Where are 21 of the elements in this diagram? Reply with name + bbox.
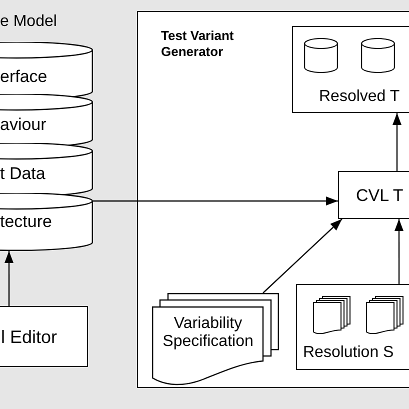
arrow [93,196,338,206]
layer-label: tecture [0,212,52,232]
layer-label: erface [0,67,48,87]
group-title: Test Variant Generator [161,28,235,60]
box-label: CVL T [356,186,404,206]
box-label: Resolved T [319,87,400,106]
arrow [394,219,404,284]
box-label: l Editor [1,326,58,348]
process-box [338,171,409,219]
process-box [292,26,409,113]
arrow [4,251,14,306]
layer-label: aviour [0,115,46,135]
multi-document-shape [152,293,279,387]
arrow [262,218,342,294]
arrow [392,113,402,171]
process-box [296,284,409,370]
document-label: Variability Specification [162,315,254,351]
layer-label: t Data [0,164,46,184]
box-label: Resolution S [303,343,394,362]
heading-text: e Model [0,12,57,31]
group-box [137,11,409,388]
